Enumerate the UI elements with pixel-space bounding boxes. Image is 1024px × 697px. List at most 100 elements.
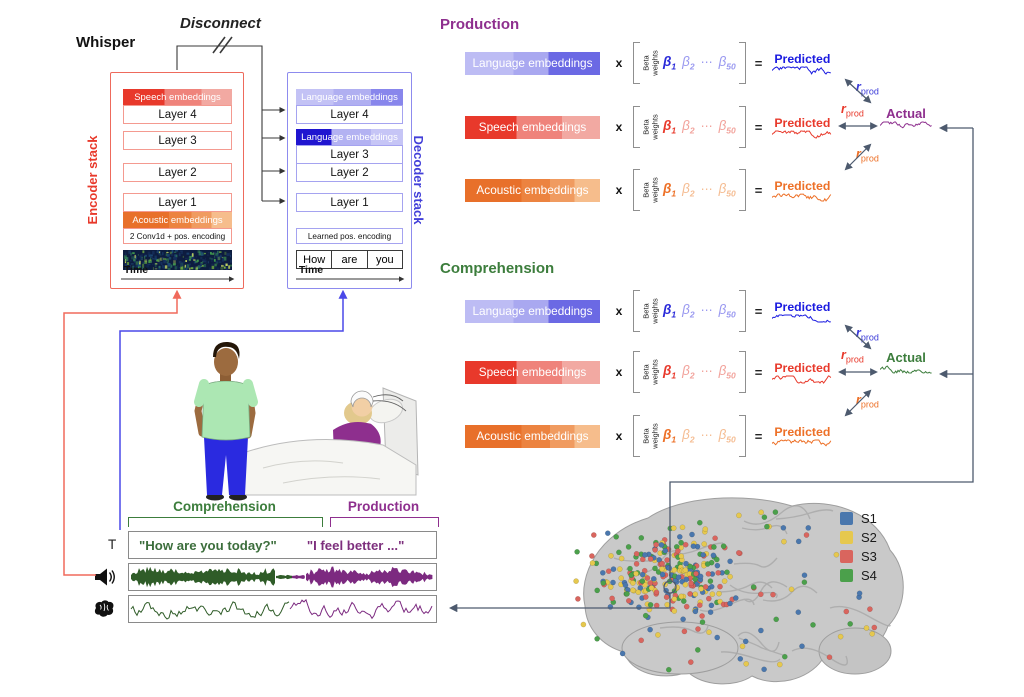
legend-item-s1: S1 — [840, 511, 877, 526]
cerebellum — [818, 627, 892, 675]
brain-icon — [94, 600, 114, 617]
actual-signal-comprehension: Actual — [880, 350, 932, 374]
right-bracket — [738, 351, 746, 393]
legend-label-s2: S2 — [861, 530, 877, 545]
transcript-box: "How are you today?" "I feel better ..." — [128, 531, 437, 559]
predicted-signal: Predicted — [772, 300, 832, 323]
predicted-signal: Predicted — [772, 52, 832, 75]
visitor-shirt — [201, 380, 251, 441]
comprehension-title: Comprehension — [440, 260, 555, 277]
beta-terms: β1 β2 ⋯ β50 — [663, 181, 736, 199]
embedding-bar: Language embeddings — [465, 51, 600, 75]
r-prod-label: rprod — [841, 102, 864, 119]
acoustic-embeddings-bar: Acoustic embeddings — [123, 212, 232, 228]
beta-terms: β1 β2 ⋯ β50 — [663, 427, 736, 445]
beta-terms: β1 β2 ⋯ β50 — [663, 54, 736, 72]
encoder-time-label: Time — [123, 264, 149, 276]
audio-waveform — [131, 566, 433, 588]
right-bracket — [738, 290, 746, 332]
left-bracket — [633, 290, 640, 332]
language-embeddings-bar-top: Language embeddings — [296, 89, 403, 105]
decoder-layer-4: Layer 4 — [296, 105, 403, 124]
decoder-time-label: Time — [298, 264, 324, 276]
embedding-bar: Language embeddings — [465, 299, 600, 323]
equals-operator: = — [754, 428, 763, 444]
beta-terms: β1 β2 ⋯ β50 — [663, 363, 736, 381]
speech-embeddings-bar: Speech embeddings — [123, 89, 232, 105]
encoder-stack-label: Encoder stack — [85, 135, 100, 225]
token-you: you — [367, 250, 403, 269]
times-operator: x — [615, 429, 623, 443]
equals-operator: = — [754, 119, 763, 135]
equals-operator: = — [754, 55, 763, 71]
disconnect-slash-icon — [212, 36, 233, 54]
decoder-stack-label: Decoder stack — [411, 135, 426, 225]
electrode-wires — [372, 394, 407, 412]
r-prod-label: rprod — [856, 326, 879, 343]
learned-pos-encoding-box: Learned pos. encoding — [296, 228, 403, 244]
comprehension-bracket — [128, 517, 323, 527]
encoder-layer-1: Layer 1 — [123, 193, 232, 212]
beta-terms: β1 β2 ⋯ β50 — [663, 118, 736, 136]
equals-operator: = — [754, 364, 763, 380]
legend-label-s4: S4 — [861, 568, 877, 583]
legend-label-s1: S1 — [861, 511, 877, 526]
times-operator: x — [615, 56, 623, 70]
left-bracket — [633, 415, 640, 457]
left-bracket — [633, 106, 640, 148]
disconnect-label: Disconnect — [180, 15, 261, 32]
visitor-head — [214, 348, 238, 376]
token-are: are — [332, 250, 368, 269]
token-how: How — [296, 250, 333, 269]
r-prod-label: rprod — [841, 348, 864, 365]
times-operator: x — [615, 120, 623, 134]
production-bracket — [330, 517, 439, 527]
transcript-symbol: T — [108, 537, 117, 552]
r-prod-label: rprod — [856, 147, 879, 164]
decoder-layer-2: Layer 2 — [296, 163, 403, 182]
decoder-layer-1: Layer 1 — [296, 193, 403, 212]
times-operator: x — [615, 304, 623, 318]
encoder-layer-3: Layer 3 — [123, 131, 232, 150]
patient-head — [351, 395, 373, 417]
predicted-signal: Predicted — [772, 361, 832, 384]
embedding-bar: Acoustic embeddings — [465, 178, 600, 202]
visitor-sleeve — [243, 379, 258, 407]
equals-operator: = — [754, 303, 763, 319]
predicted-signal: Predicted — [772, 179, 832, 202]
predicted-signal: Predicted — [772, 116, 832, 139]
legend-swatch-s2 — [840, 531, 853, 544]
legend-item-s4: S4 — [840, 568, 877, 583]
legend-item-s3: S3 — [840, 549, 877, 564]
embedding-bar: Acoustic embeddings — [465, 424, 600, 448]
transcript-production-text: "I feel better ..." — [306, 537, 405, 553]
comprehension-span-label: Comprehension — [173, 499, 276, 514]
encoder-stack: Speech embeddings Layer 4 Layer 3 Layer … — [110, 72, 244, 289]
decoder-stack: Language embeddings Layer 4 Language emb… — [287, 72, 412, 289]
legend-label-s3: S3 — [861, 549, 877, 564]
legend-swatch-s1 — [840, 512, 853, 525]
subject-legend: S1 S2 S3 S4 — [840, 511, 877, 587]
times-operator: x — [615, 365, 623, 379]
language-embeddings-bar-mid: Language embeddings — [296, 129, 403, 145]
token-row: How are you — [296, 250, 403, 269]
left-bracket — [633, 42, 640, 84]
whisper-title: Whisper — [76, 34, 136, 51]
beta-terms: β1 β2 ⋯ β50 — [663, 302, 736, 320]
production-title: Production — [440, 16, 520, 33]
left-bracket — [633, 351, 640, 393]
times-operator: x — [615, 183, 623, 197]
legend-swatch-s4 — [840, 569, 853, 582]
correlation-arrows — [838, 78, 878, 417]
head-bandage — [350, 390, 374, 408]
